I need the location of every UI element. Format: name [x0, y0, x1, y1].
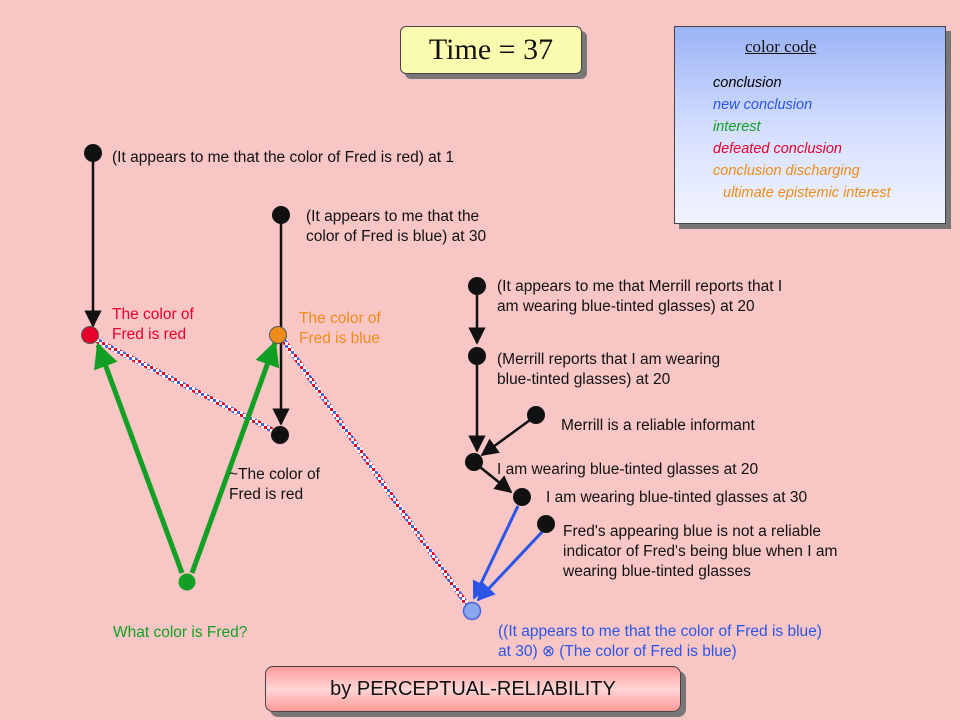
node-merrill-reports[interactable]: [468, 347, 486, 365]
label-not-red: ~The color of Fred is red: [229, 466, 320, 503]
label-fred-red: The color of Fred is red: [112, 306, 194, 343]
defeat-link-red-notred: [94, 337, 274, 433]
node-glasses-20[interactable]: [465, 453, 483, 471]
label-glasses-30: I am wearing blue-tinted glasses at 30: [546, 489, 808, 506]
node-appears-merrill[interactable]: [468, 277, 486, 295]
label-appears-blue: (It appears to me that the color of Fred…: [306, 208, 487, 245]
label-question: What color is Fred?: [113, 624, 248, 641]
legend-title: color code: [745, 37, 817, 56]
node-undercutter[interactable]: [462, 601, 482, 621]
color-code-legend: color code conclusion new conclusion int…: [674, 26, 946, 224]
label-appears-merrill: (It appears to me that Merrill reports t…: [497, 278, 783, 315]
node-fred-red[interactable]: [81, 326, 99, 344]
link-notreliable-to-undercutter: [476, 530, 544, 602]
node-not-reliable[interactable]: [537, 515, 555, 533]
link-glasses20-to-glasses30: [479, 466, 513, 494]
legend-item-new-conclusion: new conclusion: [713, 97, 813, 113]
label-undercutter: ((It appears to me that the color of Fre…: [498, 623, 822, 660]
label-fred-blue: The color of Fred is blue: [299, 310, 381, 347]
interest-link-to-fred-red: [94, 342, 185, 574]
node-appears-blue[interactable]: [272, 206, 290, 224]
defeat-link-blue-undercutter: [279, 336, 471, 608]
link-glasses30-to-undercutter: [472, 505, 520, 600]
node-question[interactable]: [178, 573, 196, 591]
legend-item-conclusion: conclusion: [713, 75, 782, 91]
node-reliable-informant[interactable]: [527, 406, 545, 424]
label-glasses-20: I am wearing blue-tinted glasses at 20: [497, 461, 759, 478]
label-reliable-informant: Merrill is a reliable informant: [561, 417, 755, 434]
legend-item-defeated-conclusion: defeated conclusion: [713, 141, 842, 157]
legend-item-ultimate-epistemic-interest: ultimate epistemic interest: [723, 185, 891, 201]
rule-label-box: by PERCEPTUAL-RELIABILITY: [265, 666, 681, 712]
label-not-reliable: Fred's appearing blue is not a reliable …: [563, 523, 838, 580]
legend-item-conclusion-discharging: conclusion discharging: [713, 163, 860, 179]
node-not-red[interactable]: [271, 426, 289, 444]
time-display: Time = 37: [400, 26, 582, 74]
link-informant-to-glasses20: [480, 418, 531, 457]
node-appears-red[interactable]: [84, 144, 102, 162]
node-fred-blue[interactable]: [269, 326, 287, 344]
legend-item-interest: interest: [713, 119, 761, 135]
label-appears-red: (It appears to me that the color of Fred…: [112, 149, 455, 166]
label-merrill-reports: (Merrill reports that I am wearing blue-…: [497, 351, 721, 388]
node-glasses-30[interactable]: [513, 488, 531, 506]
interest-link-to-fred-blue: [189, 340, 280, 574]
